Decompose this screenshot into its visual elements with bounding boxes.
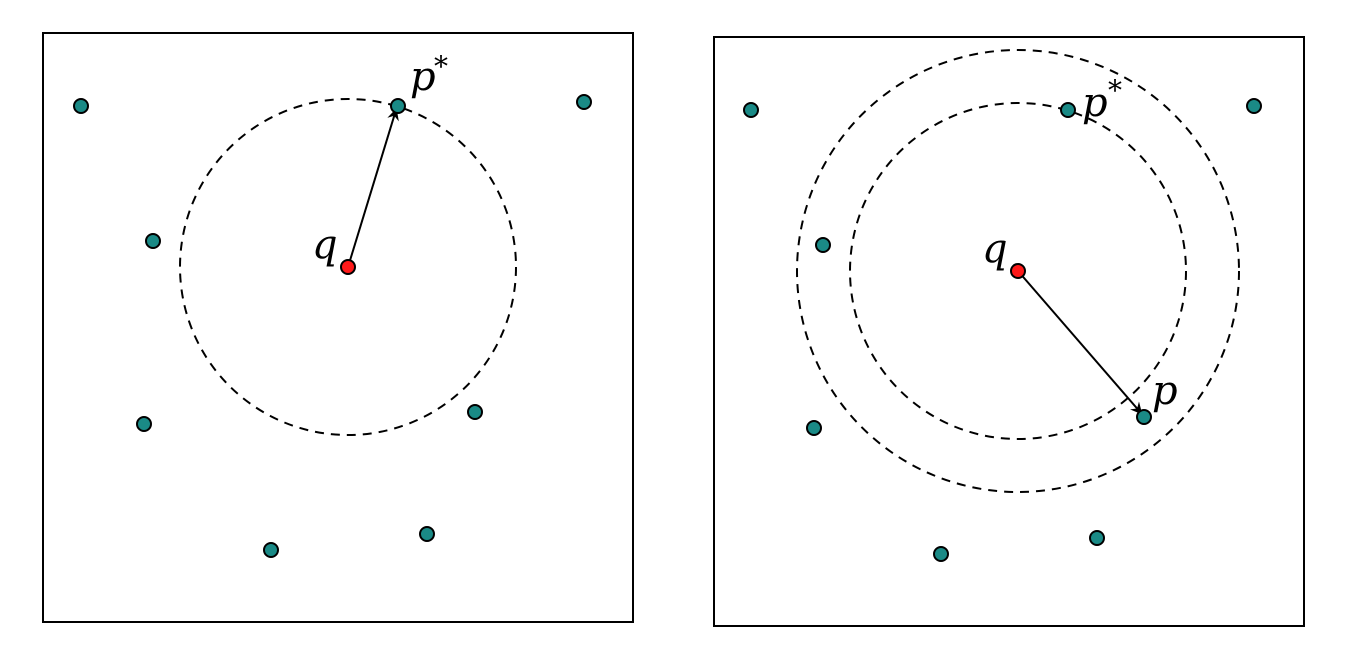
- left-nn-label: p: [410, 54, 436, 100]
- data-point: [263, 542, 279, 558]
- right-nn-label: p: [1082, 80, 1108, 126]
- right-data-points: [743, 98, 1262, 562]
- right-panel-frame: [713, 36, 1305, 627]
- data-point: [136, 416, 152, 432]
- right-query-to-approx-arrow: [1017, 270, 1143, 415]
- query-point: [340, 259, 356, 275]
- data-point: [73, 98, 89, 114]
- nearest-neighbor-point: [390, 98, 406, 114]
- right-panel: q p * p: [713, 36, 1305, 627]
- nearest-neighbor-point: [1060, 102, 1076, 118]
- left-data-points: [73, 94, 592, 558]
- right-nn-superscript: *: [1108, 74, 1122, 107]
- data-point: [806, 420, 822, 436]
- data-point: [576, 94, 592, 110]
- data-point: [743, 102, 759, 118]
- right-approx-label: p: [1152, 368, 1178, 414]
- left-panel: q p *: [42, 32, 634, 623]
- data-point: [1089, 530, 1105, 546]
- approximate-neighbor-point: [1136, 409, 1152, 425]
- left-search-radius-circle: [179, 98, 517, 436]
- data-point: [467, 404, 483, 420]
- left-nn-superscript: *: [434, 50, 448, 83]
- left-query-to-nn-arrow: [347, 108, 399, 268]
- data-point: [933, 546, 949, 562]
- left-panel-frame: [42, 32, 634, 623]
- left-query-label: q: [312, 222, 338, 268]
- right-query-label: q: [982, 226, 1008, 272]
- right-inner-radius-circle: [849, 102, 1187, 440]
- right-outer-radius-circle: [796, 49, 1240, 493]
- data-point: [419, 526, 435, 542]
- data-point: [1246, 98, 1262, 114]
- data-point: [815, 237, 831, 253]
- data-point: [145, 233, 161, 249]
- query-point: [1010, 263, 1026, 279]
